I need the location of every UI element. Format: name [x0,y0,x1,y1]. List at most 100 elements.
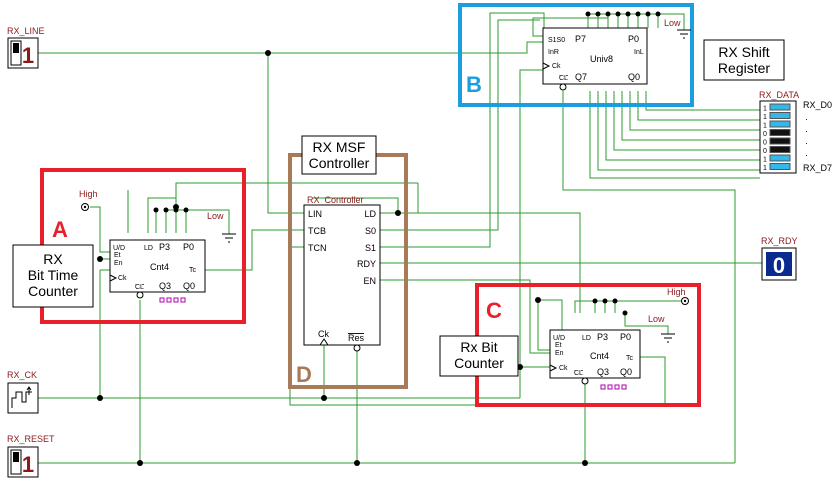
pin-et: Et [555,342,562,349]
rx-reset-input[interactable]: RX_RESET 1 [7,434,55,478]
dot-label: · [805,138,808,148]
pin-q0: Q0 [183,281,195,291]
rx-data-bit-led [769,163,791,170]
label-line-2: Counter [454,355,504,371]
controller-name: RX_Controller [307,195,364,205]
cnt4-name: Cnt4 [150,262,169,272]
rx-data-bit-led [769,154,791,162]
pin-cl: CL [135,284,144,291]
high-constant-c: High [592,287,689,313]
high-constant-a: High [79,189,98,211]
rx-data-bit-value: 1 [763,157,767,164]
pin-s1: S1 [365,243,376,253]
rx-data-bit-led [769,129,791,136]
label-line-1: RX [43,251,63,267]
pin-p0: P0 [183,242,194,252]
pin-ck: Ck [318,329,329,339]
rx-data-bit-value: 1 [763,123,767,130]
pin-q7: Q7 [575,72,587,82]
pin-q0: Q0 [620,367,632,377]
rx-ck-label: RX_CK [7,370,37,380]
pin-ld: LD [364,209,376,219]
rx-reset-value: 1 [22,452,34,477]
label-line-1: Rx Bit [460,339,497,355]
pin-p0: P0 [620,332,631,342]
rx-data-bit-value: 0 [763,131,767,138]
bit-time-counter-label: RX Bit Time Counter [12,244,94,308]
rx-data-bit-led [769,137,791,145]
rx-rdy-label: RX_RDY [761,236,798,246]
cnt4-block-a[interactable]: U/D LD P3 P0 Et En Ck Cnt4 Tc CL Q3 Q0 [109,239,206,303]
rx-d0-label: RX_D0 [803,100,832,110]
region-b-letter: B [466,72,482,97]
label-line-3: Counter [28,283,78,299]
pin-ud: U/D [113,245,125,252]
region-d-letter: D [296,362,312,387]
pin-tcb: TCB [308,226,326,236]
high-label: High [667,287,686,297]
rx-data-bit-value: 0 [763,140,767,147]
label-line-2: Bit Time [28,267,79,283]
rx-ck-input[interactable]: RX_CK [7,370,39,414]
rx-line-label: RX_LINE [7,26,45,36]
pin-et: Et [114,252,121,259]
rx-data-bit-led [769,112,791,119]
rx-data-bit-value: 1 [763,114,767,121]
rx-rdy-value: 0 [773,253,785,278]
pin-cl: CL [559,75,568,82]
univ8-block[interactable]: S1S0 P7 P0 InR InL Univ8 Ck CL Q7 Q0 [542,27,648,91]
pin-en: En [114,260,123,267]
pin-ud: U/D [553,335,565,342]
controller-block[interactable]: LIN TCB TCN LD S0 S1 RDY EN Ck Res [303,204,381,352]
cnt4-name: Cnt4 [590,351,609,361]
pin-q3: Q3 [597,367,609,377]
pin-inl: InL [634,49,644,56]
label-line-2: Controller [309,155,370,171]
label-line-2: Register [718,60,770,76]
pin-ck: Ck [552,63,561,70]
rx-data-bit-led [769,146,791,153]
rx-line-input[interactable]: RX_LINE 1 [7,26,45,69]
pin-ld: LD [582,335,591,342]
rx-d7-label: RX_D7 [803,163,832,173]
rx-data-bit-value: 1 [763,165,767,172]
label-line-1: RX Shift [718,44,769,60]
pin-ld: LD [144,245,153,252]
shift-register-label: RX Shift Register [703,39,785,81]
label-line-1: RX MSF [313,139,366,155]
low-label: Low [664,18,681,28]
low-constant-a: Low [153,207,236,243]
rx-data-bit-led [769,120,791,128]
pin-p3: P3 [159,242,170,252]
region-c-letter: C [486,298,502,323]
pin-s0: S0 [365,226,376,236]
cnt4-block-c[interactable]: U/D LD P3 P0 Et En Ck Cnt4 Tc CL Q3 Q0 [549,329,641,390]
rx-bit-counter-label: Rx Bit Counter [439,335,519,377]
pin-ck: Ck [118,275,127,282]
univ8-name: Univ8 [590,54,613,64]
pin-p7: P7 [575,34,586,44]
msf-controller-label: RX MSF Controller [301,135,377,175]
pin-ck: Ck [559,365,568,372]
region-b-box [458,3,694,107]
low-label: Low [648,314,665,324]
rx-reset-label: RX_RESET [7,434,55,444]
pin-p3: P3 [597,332,608,342]
pin-q3: Q3 [159,281,171,291]
rx-rdy-output: RX_RDY 0 [761,236,798,281]
junction-dots [97,50,588,466]
pin-res: Res [348,333,365,343]
pin-inr: InR [548,49,559,56]
pin-s1s0: S1S0 [548,37,565,44]
dot-label: · [805,126,808,136]
low-label: Low [207,211,224,221]
low-constant-b: Low [585,11,691,39]
pin-rdy: RDY [357,259,376,269]
rx-data-bit-led [769,103,791,111]
wires [37,12,762,464]
pin-en: EN [363,276,376,286]
pin-en: En [555,350,564,357]
